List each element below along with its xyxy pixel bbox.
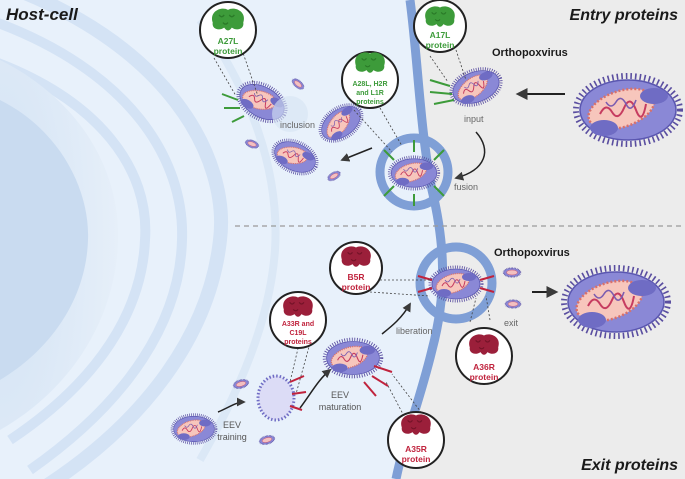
label-fusion: fusion [454,182,478,192]
callout-a28l [341,51,403,153]
heading-host-cell: Host-cell [6,5,79,24]
label-eev-training-2: training [217,432,247,442]
label-eev-training-1: EEV [223,420,241,430]
protein-b5r-line1: B5R [347,272,364,282]
callout-a17l [413,0,467,83]
arrow-fusion-release [340,147,373,162]
label-eev-maturation-1: EEV [331,390,349,400]
a17l-spikes [429,79,455,105]
protein-b5r-line2: protein [342,282,371,292]
callout-a35r [385,373,445,469]
exit-vesicle [415,242,497,324]
protein-a36r-line1: A36R [473,362,495,372]
protein-a35r-line1: A35R [405,444,427,454]
protein-a28l-line2: and L1R [356,90,384,97]
label-input: input [464,114,484,124]
label-liberation: liberation [396,326,433,336]
arrow-training [217,397,246,413]
mini-virion-5 [504,299,522,309]
fusion-spikes [383,140,445,206]
protein-a27l-line2: protein [214,46,243,56]
inclusion-body [272,96,308,132]
arrow-input-fusion [454,131,486,181]
protein-a27l-line1: A27L [218,36,239,46]
b5r-spikes [417,275,495,293]
a33r-spikes [289,375,307,411]
heading-exit-proteins: Exit proteins [581,457,678,474]
protein-a28l-line1: A28L, H2R [352,81,387,88]
label-orthopoxvirus-top: Orthopoxvirus [492,47,568,59]
protein-a17l-line2: protein [426,40,455,50]
nucleus-inner [0,100,89,380]
mini-virion-4 [502,267,522,278]
label-exit: exit [504,318,519,328]
a35r-spikes [363,365,393,397]
protein-a36r-line2: protein [470,372,499,382]
eev-vesicle [256,374,296,422]
callout-b5r [329,241,431,297]
protein-a28l-line3: proteins [356,99,384,106]
callout-a33r [269,291,327,395]
label-orthopoxvirus-bottom: Orthopoxvirus [494,247,570,259]
heading-entry-proteins: Entry proteins [570,7,679,24]
protein-a33r-line3: proteins [284,339,312,346]
callout-a27l [199,1,259,97]
protein-a33r-line1: A33R and [282,321,314,328]
protein-a17l-line1: A17L [430,30,451,40]
arrow-maturation [299,368,332,409]
arrow-liberation [381,302,411,335]
label-eev-maturation-2: maturation [319,402,362,412]
callout-a36r [455,295,513,385]
label-inclusion: inclusion [280,120,315,130]
a27l-spikes [221,93,245,123]
protein-a35r-line2: protein [402,454,431,464]
protein-a33r-line2: C19L [289,330,307,337]
